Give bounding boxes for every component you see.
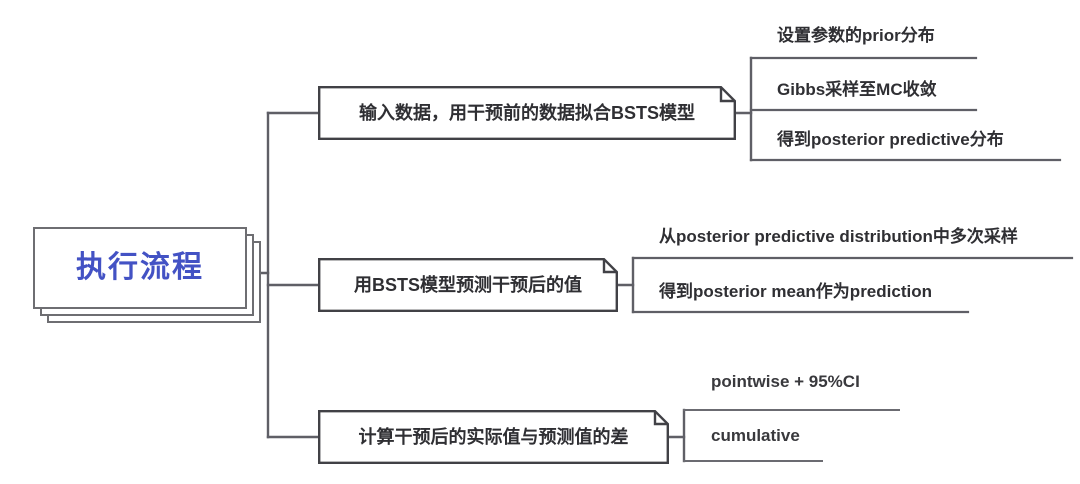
root-label: 执行流程 xyxy=(76,251,204,284)
root-card-front[interactable]: 执行流程 xyxy=(33,227,247,309)
leaf-b1-3[interactable]: 得到posterior predictive分布 xyxy=(777,131,1004,148)
leaf-b3-2[interactable]: cumulative xyxy=(711,427,800,444)
branch-node-3-label: 计算干预后的实际值与预测值的差 xyxy=(358,427,629,447)
leaf-b1-2[interactable]: Gibbs采样至MC收敛 xyxy=(777,81,937,98)
folded-corner-shape xyxy=(318,86,736,140)
leaf-b1-1[interactable]: 设置参数的prior分布 xyxy=(777,27,935,44)
folded-corner-shape xyxy=(318,258,618,312)
root-node[interactable]: 执行流程 xyxy=(33,227,261,323)
leaf-b1-2-label: Gibbs采样至MC收敛 xyxy=(777,80,937,99)
leaf-b3-1-label: pointwise + 95%CI xyxy=(711,372,860,391)
leaf-b2-1[interactable]: 从posterior predictive distribution中多次采样 xyxy=(659,228,1018,245)
leaf-b3-2-label: cumulative xyxy=(711,426,800,445)
branch-node-3[interactable]: 计算干预后的实际值与预测值的差 xyxy=(318,410,669,464)
leaf-b2-1-label: 从posterior predictive distribution中多次采样 xyxy=(659,227,1018,246)
folded-corner-shape xyxy=(318,410,669,464)
leaf-b3-1[interactable]: pointwise + 95%CI xyxy=(711,373,860,390)
branch-node-2[interactable]: 用BSTS模型预测干预后的值 xyxy=(318,258,618,312)
branch-node-2-label: 用BSTS模型预测干预后的值 xyxy=(353,275,582,295)
leaf-b1-3-label: 得到posterior predictive分布 xyxy=(777,130,1004,149)
branch-node-1[interactable]: 输入数据，用干预前的数据拟合BSTS模型 xyxy=(318,86,736,140)
branch-node-1-label: 输入数据，用干预前的数据拟合BSTS模型 xyxy=(358,103,695,123)
leaf-b1-1-label: 设置参数的prior分布 xyxy=(777,26,935,45)
leaf-b2-2[interactable]: 得到posterior mean作为prediction xyxy=(659,283,932,300)
leaf-b2-2-label: 得到posterior mean作为prediction xyxy=(659,282,932,301)
